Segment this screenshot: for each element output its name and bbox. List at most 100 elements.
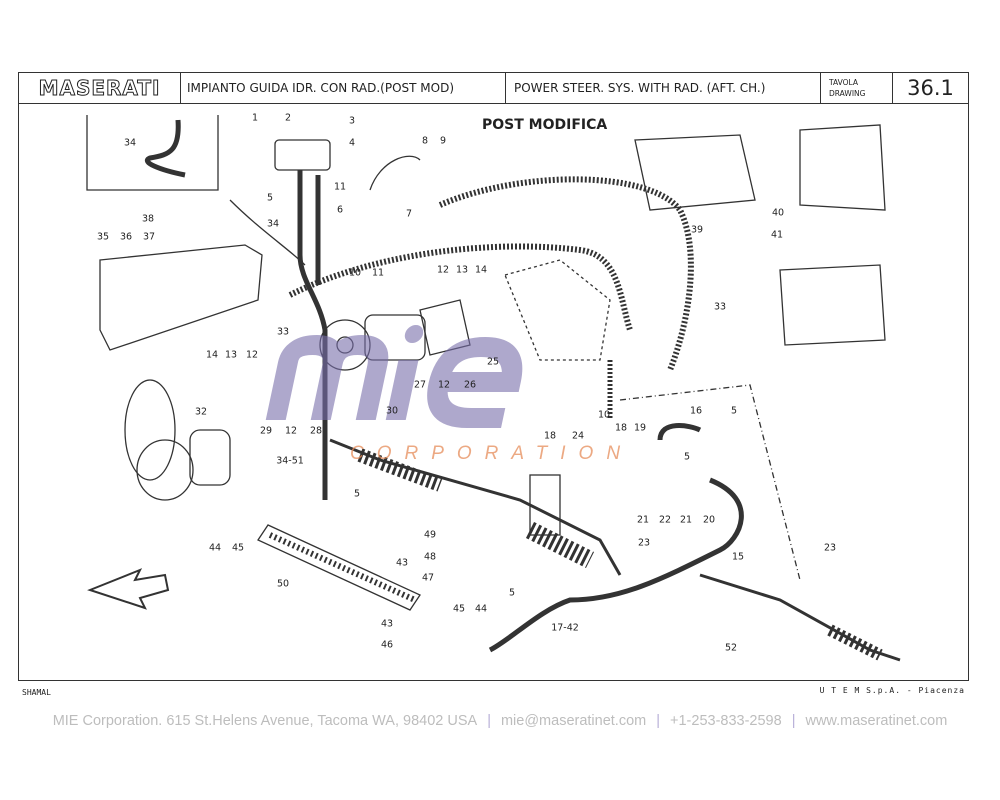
part-callout: 10 bbox=[597, 409, 611, 421]
part-callout: 11 bbox=[333, 181, 347, 193]
watermark-text: CORPORATION bbox=[350, 443, 634, 464]
belt-32 bbox=[124, 379, 176, 481]
divider: | bbox=[656, 713, 661, 729]
watermark-logo bbox=[265, 325, 523, 428]
part-callout: 18 bbox=[614, 422, 628, 434]
part-callout: 15 bbox=[731, 551, 745, 563]
part-callout: 34 bbox=[123, 137, 137, 149]
part-callout: 39 bbox=[690, 224, 704, 236]
part-callout: 48 bbox=[423, 551, 437, 563]
part-callout: 45 bbox=[452, 603, 466, 615]
steering-rack-small bbox=[699, 573, 901, 662]
part-callout: 12 bbox=[436, 264, 450, 276]
part-callout: 34-51 bbox=[276, 455, 304, 467]
part-callout: 16 bbox=[689, 405, 703, 417]
part-callout: 9 bbox=[439, 135, 447, 147]
shield-35 bbox=[99, 244, 263, 351]
title-block: MASERATI IMPIANTO GUIDA IDR. CON RAD.(PO… bbox=[19, 73, 968, 104]
hose-34 bbox=[297, 170, 328, 500]
address: MIE Corporation. 615 St.Helens Avenue, T… bbox=[52, 713, 478, 729]
part-callout: 13 bbox=[224, 349, 238, 361]
part-callout: 6 bbox=[336, 204, 344, 216]
part-callout: 21 bbox=[636, 514, 650, 526]
part-callout: 46 bbox=[380, 639, 394, 651]
part-callout: 19 bbox=[633, 422, 647, 434]
alternator bbox=[189, 429, 231, 486]
part-callout: 43 bbox=[380, 618, 394, 630]
rack-teeth bbox=[268, 532, 417, 603]
kit-41 bbox=[779, 264, 886, 346]
drawing-number: 36.1 bbox=[907, 76, 954, 100]
rack-boot-right bbox=[525, 521, 595, 569]
part-callout: 21 bbox=[679, 514, 693, 526]
drawing-label-en: DRAWING bbox=[829, 89, 866, 98]
watermark-letter-i-dot bbox=[404, 325, 424, 343]
part-callout: 5 bbox=[730, 405, 738, 417]
part-callout: 35 bbox=[96, 231, 110, 243]
part-callout: 38 bbox=[141, 213, 155, 225]
part-callout: 12 bbox=[284, 425, 298, 437]
divider: | bbox=[487, 713, 491, 729]
publisher: U T E M S.p.A. - Piacenza bbox=[819, 686, 965, 695]
hose-33-upper bbox=[438, 176, 694, 372]
part-callout: 5 bbox=[266, 192, 274, 204]
part-callout: 23 bbox=[823, 542, 837, 554]
part-callout: 40 bbox=[771, 207, 785, 219]
part-callout: 13 bbox=[455, 264, 469, 276]
part-callout: 30 bbox=[385, 405, 399, 417]
hose-33 bbox=[288, 243, 633, 331]
part-callout: 14 bbox=[474, 264, 488, 276]
part-callout: 5 bbox=[508, 587, 516, 599]
watermark-letter-e bbox=[427, 336, 523, 428]
part-callout: 26 bbox=[463, 379, 477, 391]
phone: +1-253-833-2598 bbox=[670, 713, 782, 729]
part-callout: 12 bbox=[437, 379, 451, 391]
valve-body bbox=[529, 474, 561, 536]
part-callout: 24 bbox=[571, 430, 585, 442]
part-callout: 27 bbox=[413, 379, 427, 391]
diagram-heading: POST MODIFICA bbox=[482, 117, 608, 133]
part-callout: 41 bbox=[770, 229, 784, 241]
model-name: SHAMAL bbox=[22, 688, 51, 697]
part-callout: 7 bbox=[405, 208, 413, 220]
direction-arrow-icon bbox=[87, 568, 170, 610]
part-callout: 14 bbox=[205, 349, 219, 361]
watermark-letter-i bbox=[385, 360, 419, 420]
part-callout: 22 bbox=[658, 514, 672, 526]
part-callout: 17-42 bbox=[551, 622, 579, 634]
radiator-mesh bbox=[504, 259, 611, 361]
pipe-16 bbox=[657, 423, 702, 441]
part-callout: 25 bbox=[486, 356, 500, 368]
inset-arrow bbox=[229, 199, 306, 266]
part-callout: 18 bbox=[543, 430, 557, 442]
part-callout: 8 bbox=[421, 135, 429, 147]
part-callout: 5 bbox=[353, 488, 361, 500]
rack-boot-left bbox=[357, 448, 443, 492]
part-callout: 44 bbox=[208, 542, 222, 554]
tavola-label: TAVOLA bbox=[829, 78, 859, 87]
rack-50 bbox=[257, 524, 421, 611]
kit-39 bbox=[634, 134, 756, 211]
kit-40 bbox=[799, 124, 886, 211]
part-callout: 32 bbox=[194, 406, 208, 418]
inset-frame bbox=[86, 115, 219, 191]
part-callout: 2 bbox=[284, 112, 292, 124]
detail-boundary bbox=[619, 384, 801, 581]
part-callout: 1 bbox=[251, 112, 259, 124]
part-callout: 50 bbox=[276, 578, 290, 590]
drawing-sheet: MASERATI IMPIANTO GUIDA IDR. CON RAD.(PO… bbox=[18, 72, 969, 681]
hose-34-inset bbox=[145, 119, 186, 178]
watermark-letter-m bbox=[265, 334, 389, 420]
email-link[interactable]: mie@maseratinet.com bbox=[500, 713, 647, 729]
part-callout: 28 bbox=[309, 425, 323, 437]
part-callout: 37 bbox=[142, 231, 156, 243]
part-callout: 47 bbox=[421, 572, 435, 584]
part-callout: 49 bbox=[423, 529, 437, 541]
pulley-lower bbox=[136, 439, 194, 501]
website-link[interactable]: www.maseratinet.com bbox=[805, 713, 948, 729]
part-callout: 12 bbox=[245, 349, 259, 361]
part-callout: 29 bbox=[259, 425, 273, 437]
part-callout: 10 bbox=[348, 267, 362, 279]
drawing-label: TAVOLA DRAWING bbox=[821, 73, 893, 103]
part-callout: 36 bbox=[119, 231, 133, 243]
